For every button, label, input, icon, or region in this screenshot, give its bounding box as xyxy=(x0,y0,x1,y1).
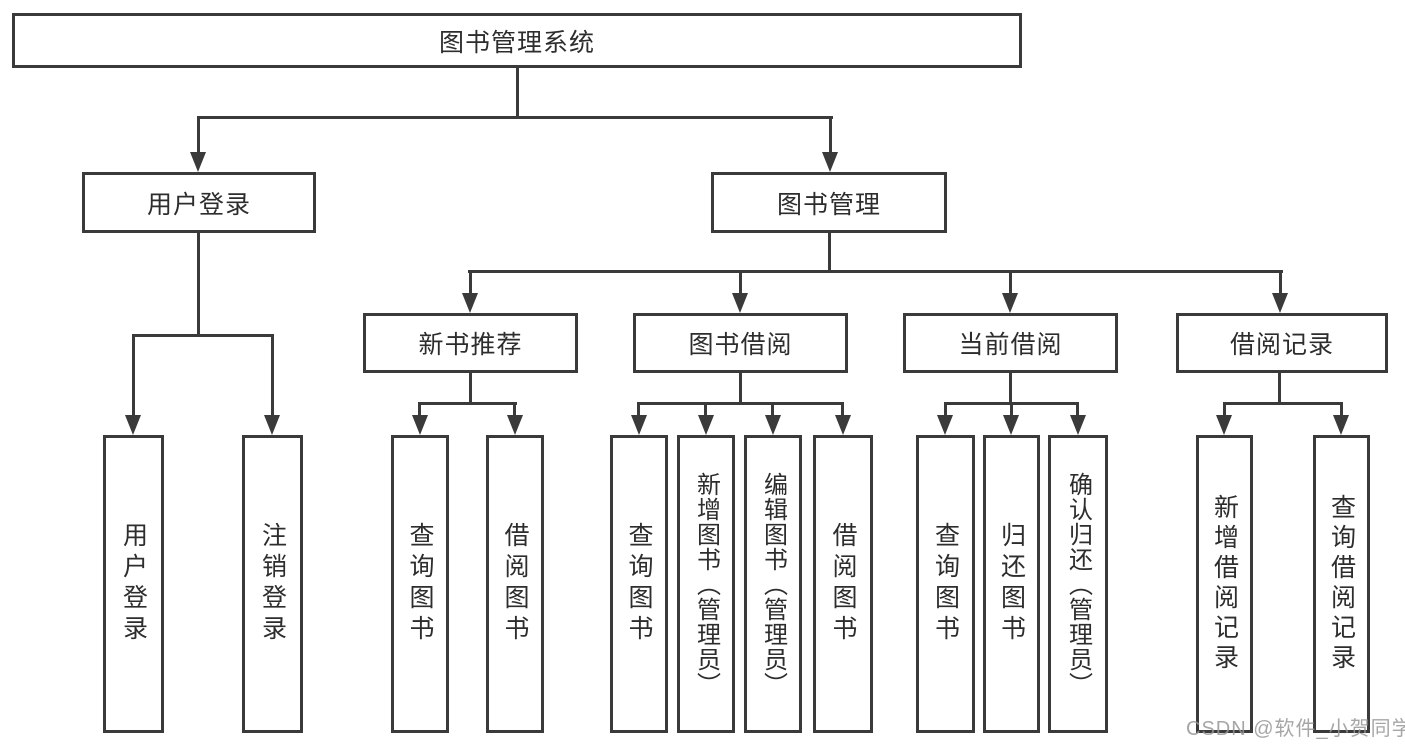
arrow-down-icon xyxy=(1070,415,1086,435)
leaf-add-books-admin: 新增图书（管理员） xyxy=(677,435,735,733)
leaf-query-books: 查询图书 xyxy=(391,435,449,733)
connector-leaf-stem xyxy=(513,402,516,417)
connector-to-current-borrow xyxy=(1009,270,1012,295)
connector-leaf-stem xyxy=(841,402,844,417)
node-label: 归还图书 xyxy=(997,522,1026,646)
connector-leaf-stem xyxy=(1010,402,1013,417)
connector-leaf-stem xyxy=(418,402,421,417)
arrow-down-icon xyxy=(1003,415,1019,435)
arrow-down-icon xyxy=(698,415,714,435)
node-label: 借阅图书 xyxy=(829,522,857,646)
connector-book-borrow-split xyxy=(637,402,844,405)
arrow-down-icon xyxy=(412,415,428,435)
leaf-query-books: 查询图书 xyxy=(610,435,668,733)
node-label: 新增图书（管理员） xyxy=(692,471,720,697)
connector-book-borrow-stem xyxy=(739,373,742,404)
node-label: 图书借阅 xyxy=(688,331,793,359)
connector-user-login-stem xyxy=(197,233,200,336)
connector-to-user-login xyxy=(197,116,200,156)
leaf-borrow-books: 借阅图书 xyxy=(486,435,544,733)
arrow-down-icon xyxy=(462,293,478,313)
connector-to-book-borrow xyxy=(739,270,742,295)
node-user-login: 用户登录 xyxy=(82,172,316,233)
node-borrow-record: 借阅记录 xyxy=(1176,313,1388,373)
connector-leaf-stem xyxy=(1076,402,1079,417)
node-label: 注销登录 xyxy=(258,522,287,646)
node-current-borrow: 当前借阅 xyxy=(903,313,1118,373)
connector-root-stem xyxy=(516,68,519,118)
arrow-down-icon xyxy=(937,415,953,435)
connector-new-book-split xyxy=(418,402,517,405)
arrow-down-icon xyxy=(631,415,647,435)
node-book-borrow: 图书借阅 xyxy=(633,313,848,373)
connector-leaf-stem xyxy=(771,402,774,417)
connector-to-new-book xyxy=(469,270,472,295)
node-label: 用户登录 xyxy=(119,522,148,646)
arrow-down-icon xyxy=(1272,293,1288,313)
node-label: 用户登录 xyxy=(146,190,251,219)
connector-user-login-split xyxy=(132,334,274,337)
node-label: 新书推荐 xyxy=(418,331,523,359)
arrow-down-icon xyxy=(835,415,851,435)
connector-leaf-stem xyxy=(1223,402,1226,417)
connector-book-management-stem xyxy=(828,233,831,273)
connector-to-borrow-record xyxy=(1279,270,1282,295)
arrow-down-icon xyxy=(507,415,523,435)
arrow-down-icon xyxy=(1216,415,1232,435)
connector-to-leaf-logout xyxy=(271,334,274,416)
leaf-user-login: 用户登录 xyxy=(103,435,164,733)
node-library-management-system: 图书管理系统 xyxy=(12,13,1022,68)
leaf-edit-books-admin: 编辑图书（管理员） xyxy=(744,435,802,733)
arrow-down-icon xyxy=(264,415,280,435)
connector-leaf-stem xyxy=(944,402,947,417)
arrow-down-icon xyxy=(732,293,748,313)
node-label: 借阅记录 xyxy=(1229,331,1334,359)
connector-borrow-record-split xyxy=(1223,402,1343,405)
node-label: 查询借阅记录 xyxy=(1327,494,1356,674)
connector-to-book-management xyxy=(829,116,832,156)
leaf-return-books: 归还图书 xyxy=(983,435,1040,733)
leaf-query-borrow-record: 查询借阅记录 xyxy=(1313,435,1370,733)
connector-leaf-stem xyxy=(637,402,640,417)
connector-leaf-stem xyxy=(1340,402,1343,417)
arrow-down-icon xyxy=(1002,293,1018,313)
node-label: 查询图书 xyxy=(931,522,960,646)
node-label: 查询图书 xyxy=(406,522,434,646)
arrow-down-icon xyxy=(765,415,781,435)
arrow-down-icon xyxy=(190,152,206,172)
connector-new-book-stem xyxy=(469,373,472,404)
arrow-down-icon xyxy=(125,415,141,435)
node-label: 借阅图书 xyxy=(501,522,529,646)
connector-borrow-record-stem xyxy=(1278,373,1281,404)
node-label: 确认归还（管理员） xyxy=(1064,471,1092,697)
node-label: 编辑图书（管理员） xyxy=(759,471,787,697)
node-label: 当前借阅 xyxy=(958,331,1063,359)
leaf-borrow-books: 借阅图书 xyxy=(813,435,873,733)
node-label: 图书管理 xyxy=(776,190,881,219)
node-new-book-recommend: 新书推荐 xyxy=(363,313,578,373)
csdn-watermark: CSDN @软件_小贺同学 xyxy=(1186,718,1405,740)
node-label: 图书管理系统 xyxy=(438,28,595,57)
connector-leaf-stem xyxy=(704,402,707,417)
node-label: 查询图书 xyxy=(625,522,653,646)
leaf-add-borrow-record: 新增借阅记录 xyxy=(1196,435,1253,733)
connector-root-split xyxy=(197,116,833,119)
leaf-query-books: 查询图书 xyxy=(916,435,975,733)
connector-current-borrow-stem xyxy=(1009,373,1012,404)
node-label: 新增借阅记录 xyxy=(1210,494,1239,674)
leaf-logout: 注销登录 xyxy=(242,435,303,733)
arrow-down-icon xyxy=(822,152,838,172)
arrow-down-icon xyxy=(1333,415,1349,435)
node-book-management: 图书管理 xyxy=(711,172,947,233)
connector-book-management-split xyxy=(468,270,1283,273)
connector-to-leaf-user-login xyxy=(132,334,135,416)
leaf-confirm-return-admin: 确认归还（管理员） xyxy=(1048,435,1108,733)
